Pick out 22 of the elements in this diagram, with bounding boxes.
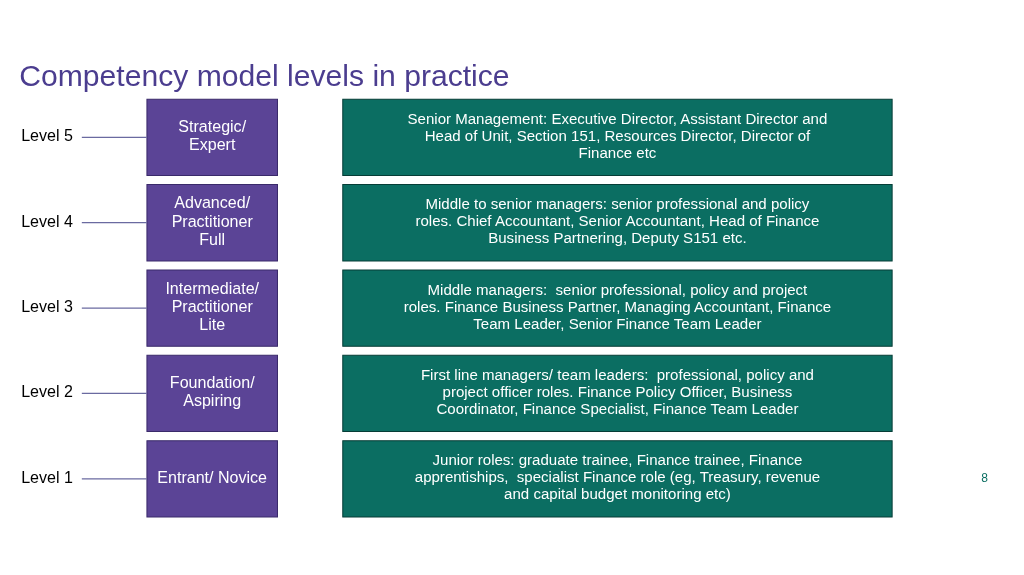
node-box: Middle to senior managers: senior professional and policy roles. Chief Accountant, Senior Accountant, Head of Finance Business Partnering, Deputy S151 etc. [342,184,893,262]
connector [81,392,148,395]
node-text: Level 2 [21,382,73,401]
node-box: Entrant/ Novice [146,440,278,518]
connector [81,136,148,138]
node-box: Middle managers: senior professional, policy and project roles. Finance Business Partner, Managing Accountant, Finance Team Leader, Senior Finance Team Leader [342,269,893,347]
connector [81,307,148,309]
node-text: Level 3 [21,296,73,315]
node-box: Senior Management: Executive Director, Assistant Director and Head of Unit, Section 151, Resources Director, Director of Finance etc [342,98,893,176]
node-box: Foundation/ Aspiring [146,354,278,433]
connector [81,478,148,480]
node-text: Level 1 [21,467,73,486]
node-box: Junior roles: graduate trainee, Finance trainee, Finance apprentiships, specialist Finance role (eg, Treasury, revenue and capital budget monitoring etc) [342,440,893,518]
diagram-title: Competency model levels in practice [19,59,510,93]
node-text: Level 5 [21,126,73,145]
label: 8 [981,470,988,485]
connector [81,222,148,224]
node-box: Strategic/ Expert [146,98,278,176]
node-box: Advanced/ Practitioner Full [146,184,278,262]
node-text: Level 4 [21,211,73,230]
node-box: First line managers/ team leaders: professional, policy and project officer roles. Finance Policy Officer, Business Coordinator, Finance Specialist, Finance Team Leader [342,354,893,433]
node-box: Intermediate/ Practitioner Lite [146,269,278,347]
